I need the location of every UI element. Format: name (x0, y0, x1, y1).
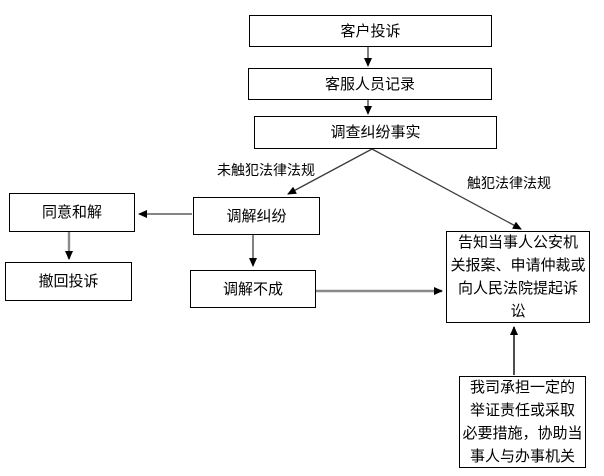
node-mediate-dispute: 调解纠纷 (193, 197, 320, 235)
node-investigate-dispute-facts: 调查纠纷事实 (254, 116, 497, 149)
edge-label-law-violation: 触犯法律法规 (467, 176, 551, 192)
node-inform-authorities: 告知当事人公安机 关报案、申请仲裁或 向人民法院提起诉 讼 (446, 231, 590, 323)
node-agree-settlement: 同意和解 (9, 193, 135, 232)
edge-investigate-to-inform (371, 148, 522, 230)
node-service-staff-record: 客服人员记录 (248, 68, 492, 100)
edge-investigate-to-mediate (287, 148, 373, 195)
node-company-assistance: 我司承担一定的 举证责任或采取 必要措施，协助当 事人与办事机关 (459, 376, 586, 468)
node-customer-complaint: 客户投诉 (249, 15, 492, 47)
edge-label-no-law-violation: 未触犯法律法规 (217, 163, 315, 179)
node-mediation-failed: 调解不成 (190, 270, 316, 308)
node-withdraw-complaint: 撤回投诉 (5, 262, 132, 301)
